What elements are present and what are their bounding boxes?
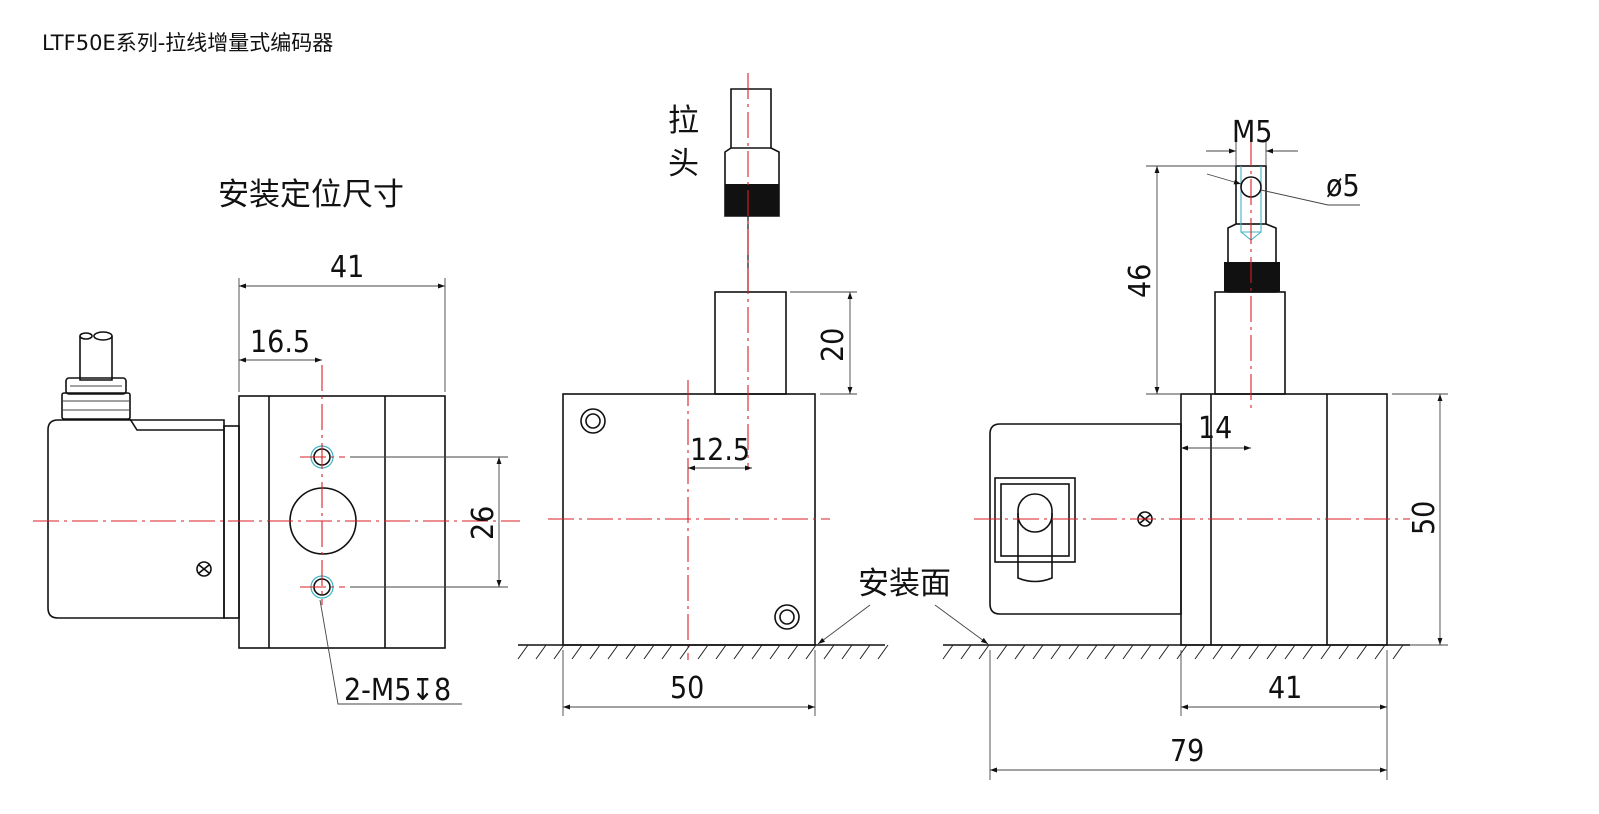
pull-head-label-2: 头 bbox=[668, 146, 699, 182]
mounting-flange bbox=[238, 395, 446, 649]
dim-height-50: 50 bbox=[1407, 501, 1442, 535]
dim-total-79: 79 bbox=[1170, 734, 1204, 769]
dim-sleeve-height: 20 bbox=[816, 328, 851, 362]
flange-ring bbox=[223, 425, 240, 619]
ground-hatch bbox=[517, 644, 889, 660]
ground-hatch bbox=[942, 644, 1404, 660]
page-title: LTF50E系列-拉线增量式编码器 bbox=[42, 31, 334, 55]
mount-face-label: 安装面 bbox=[858, 566, 951, 602]
encoder-housing bbox=[47, 419, 225, 619]
cable-gland bbox=[61, 331, 224, 431]
dim-left-width: 41 bbox=[330, 250, 364, 285]
dim-offset-14: 14 bbox=[1198, 411, 1232, 446]
dim-front-offset: 12.5 bbox=[690, 433, 750, 468]
cable-sleeve bbox=[714, 291, 787, 395]
pull-head-side bbox=[1224, 165, 1280, 293]
dim-diameter: ø5 bbox=[1326, 169, 1360, 204]
gland-front bbox=[994, 477, 1076, 583]
pull-head-label-1: 拉 bbox=[668, 103, 699, 139]
dim-height-46: 46 bbox=[1123, 264, 1158, 298]
encoder-housing-side bbox=[989, 423, 1182, 615]
screw-icon bbox=[196, 561, 212, 577]
cable-sleeve-side bbox=[1214, 291, 1286, 395]
dim-body-41: 41 bbox=[1268, 671, 1302, 706]
dim-front-width: 50 bbox=[670, 671, 704, 706]
front-view: 拉 头 20 12.5 bbox=[517, 73, 889, 716]
hex-screw-icon bbox=[580, 408, 606, 434]
left-view: 安装定位尺寸 bbox=[33, 177, 520, 708]
pull-head bbox=[724, 88, 780, 292]
dim-hole-spacing: 26 bbox=[466, 506, 501, 540]
hex-screw-icon bbox=[774, 604, 800, 630]
dim-thread: M5 bbox=[1232, 115, 1272, 150]
hole-callout: 2-M5↧8 bbox=[344, 673, 451, 708]
mount-dims-label: 安装定位尺寸 bbox=[218, 177, 404, 213]
dim-left-offset: 16.5 bbox=[250, 325, 310, 360]
right-view: M5 ø5 46 14 50 41 79 bbox=[942, 115, 1448, 780]
mount-face-callout: 安装面 bbox=[817, 566, 989, 645]
